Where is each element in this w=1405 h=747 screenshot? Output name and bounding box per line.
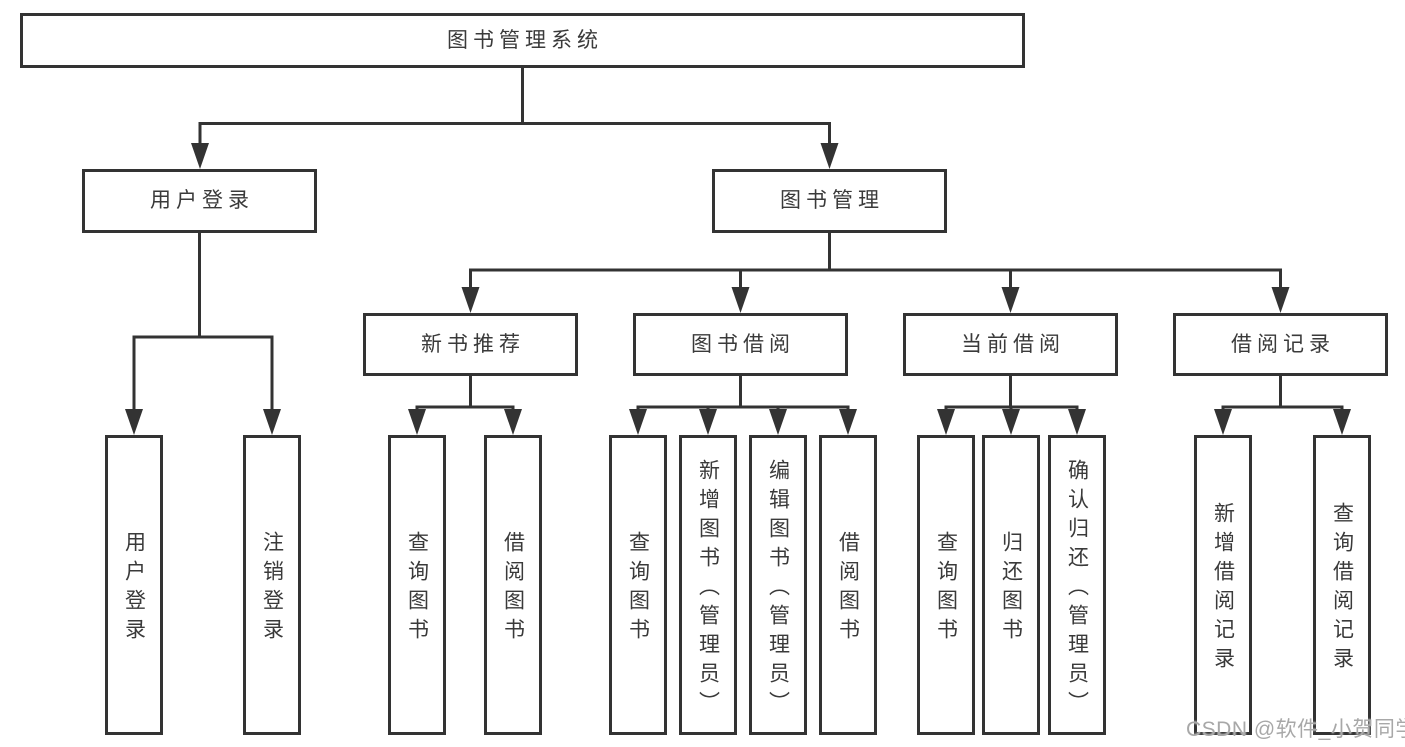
leaf-label: 查询图书: [626, 531, 650, 647]
connector-book-borrow-branch: [636, 376, 850, 414]
node-label: 图书借阅: [691, 332, 795, 356]
leaf-user-login: 用户登录: [105, 435, 163, 735]
arrowhead-icon: [125, 409, 143, 435]
connector-book-mgmt-branch: [469, 233, 1282, 291]
node-book-borrow: 图书借阅: [633, 313, 848, 376]
leaf-logout: 注销登录: [243, 435, 301, 735]
arrowhead-icon: [731, 287, 750, 313]
leaf-query-books-recommend: 查询图书: [388, 435, 446, 735]
node-new-book-recommend: 新书推荐: [363, 313, 578, 376]
arrowhead-icon: [699, 409, 717, 435]
leaf-label: 查询图书: [405, 531, 429, 647]
leaf-label: 注销登录: [260, 531, 284, 647]
arrowhead-icon: [629, 409, 647, 435]
leaf-label: 借阅图书: [836, 531, 860, 647]
arrowhead-icon: [1001, 287, 1020, 313]
node-label: 借阅记录: [1231, 332, 1335, 356]
arrowheads: [125, 143, 1351, 435]
leaf-label: 新增图书（管理员）: [696, 458, 720, 720]
node-label: 新书推荐: [421, 332, 525, 356]
arrowhead-icon: [408, 409, 426, 435]
leaf-query-borrow-record: 查询借阅记录: [1313, 435, 1371, 735]
leaf-label: 用户登录: [122, 531, 146, 647]
arrowhead-icon: [1214, 409, 1232, 435]
leaf-return-books: 归还图书: [982, 435, 1040, 735]
leaf-query-books-borrow: 查询图书: [609, 435, 667, 735]
node-root-label: 图书管理系统: [447, 28, 603, 52]
connector-user-login-branch: [132, 233, 274, 413]
arrowhead-icon: [504, 409, 522, 435]
connector-current-borrow-branch: [944, 376, 1079, 414]
leaf-add-borrow-record: 新增借阅记录: [1194, 435, 1252, 735]
node-label: 当前借阅: [961, 332, 1065, 356]
arrowhead-icon: [263, 409, 281, 435]
arrowhead-icon: [461, 287, 480, 313]
leaf-label: 确认归还（管理员）: [1065, 458, 1089, 720]
arrowhead-icon: [1271, 287, 1290, 313]
arrowhead-icon: [1333, 409, 1351, 435]
leaf-label: 借阅图书: [501, 531, 525, 647]
leaf-label: 查询图书: [934, 531, 958, 647]
arrowhead-icon: [1068, 409, 1086, 435]
node-label: 图书管理: [780, 189, 884, 213]
leaf-label: 新增借阅记录: [1211, 502, 1235, 676]
leaf-label: 归还图书: [999, 531, 1023, 647]
connector-paths: [132, 66, 1344, 414]
leaf-edit-books-admin: 编辑图书（管理员）: [749, 435, 807, 735]
arrowhead-icon: [839, 409, 857, 435]
node-root-system: 图书管理系统: [20, 13, 1025, 68]
connector-root-to-level2: [198, 66, 831, 148]
leaf-query-books-current: 查询图书: [917, 435, 975, 735]
arrowhead-icon: [769, 409, 787, 435]
node-label: 用户登录: [150, 189, 254, 213]
leaf-label: 编辑图书（管理员）: [766, 458, 790, 720]
leaf-borrow-books: 借阅图书: [819, 435, 877, 735]
leaf-label: 查询借阅记录: [1330, 502, 1354, 676]
arrowhead-icon: [191, 143, 209, 169]
arrowhead-icon: [1002, 409, 1020, 435]
node-borrow-records: 借阅记录: [1173, 313, 1388, 376]
arrowhead-icon: [937, 409, 955, 435]
node-book-management: 图书管理: [712, 169, 947, 233]
leaf-confirm-return-admin: 确认归还（管理员）: [1048, 435, 1106, 735]
connector-new-book-branch: [415, 376, 515, 414]
node-user-login: 用户登录: [82, 169, 317, 233]
leaf-borrow-books-recommend: 借阅图书: [484, 435, 542, 735]
node-current-borrow: 当前借阅: [903, 313, 1118, 376]
connector-borrow-records-branch: [1221, 376, 1344, 414]
csdn-watermark: CSDN @软件_小贺同学: [1186, 718, 1405, 741]
arrowhead-icon: [820, 143, 839, 169]
leaf-add-books-admin: 新增图书（管理员）: [679, 435, 737, 735]
